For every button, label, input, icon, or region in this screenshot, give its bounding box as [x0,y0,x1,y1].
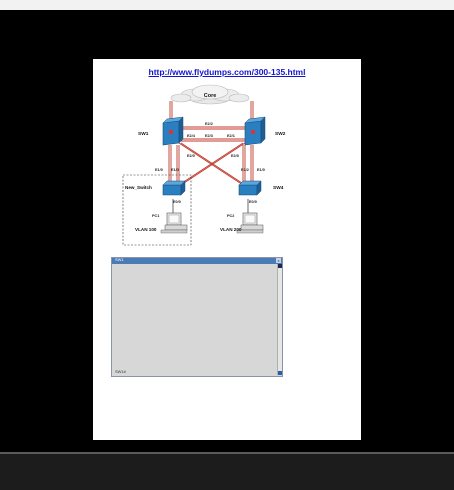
port-label: E1/0 [257,168,265,172]
port-label: E1/0 [155,168,163,172]
sw4-label: SW4 [273,185,284,191]
new-switch-label: New_Switch [125,185,152,190]
bottom-bar [0,452,454,490]
console-window[interactable]: SW1 x SW1# [111,257,283,377]
vlan-200-label: VLAN 200 [220,227,242,232]
network-topology-diagram: Core SW1 [122,84,286,246]
vlan-100-label: VLAN 100 [135,227,157,232]
bottom-divider [0,452,454,454]
sw1-switch-icon[interactable] [162,116,184,146]
console-title: SW1 [115,257,124,262]
pc1-label: PC1 [152,214,159,218]
port-label: E2/0 [231,154,239,158]
port-label: E2/3 [205,134,213,138]
new-switch-dashed-box [122,174,192,246]
top-strip [0,0,454,10]
port-label: E2/4 [187,134,196,138]
console-prompt[interactable]: SW1# [115,369,126,374]
core-label: Core [204,93,217,99]
close-icon[interactable]: x [276,258,281,263]
sw4-switch-icon[interactable] [238,180,262,196]
port-label: E2/0 [187,154,195,158]
sw1-label: SW1 [138,131,149,137]
core-cloud-icon [170,84,250,105]
port-label: E2/1 [227,134,235,138]
port-label: E0/0 [173,200,181,204]
console-titlebar[interactable]: SW1 x [112,257,282,264]
port-label: E1/0 [171,168,179,172]
console-scrollbar[interactable] [277,264,282,375]
scroll-down-icon[interactable] [278,371,282,375]
new-switch-icon[interactable] [162,180,186,196]
cable-links [168,101,254,186]
pc2-computer-icon[interactable] [236,212,264,234]
port-label: E1/2 [241,168,249,172]
port-label: E2/2 [205,122,213,126]
sw2-label: SW2 [275,131,286,137]
scroll-up-icon[interactable] [278,264,282,268]
slide-page: http://www.flydumps.com/300-135.html Cor… [93,59,361,440]
port-label: E0/0 [249,200,257,204]
pc2-label: PC2 [227,214,234,218]
sw2-switch-icon[interactable] [244,116,266,146]
pc1-computer-icon[interactable] [160,212,188,234]
flydumps-link[interactable]: http://www.flydumps.com/300-135.html [148,67,306,77]
